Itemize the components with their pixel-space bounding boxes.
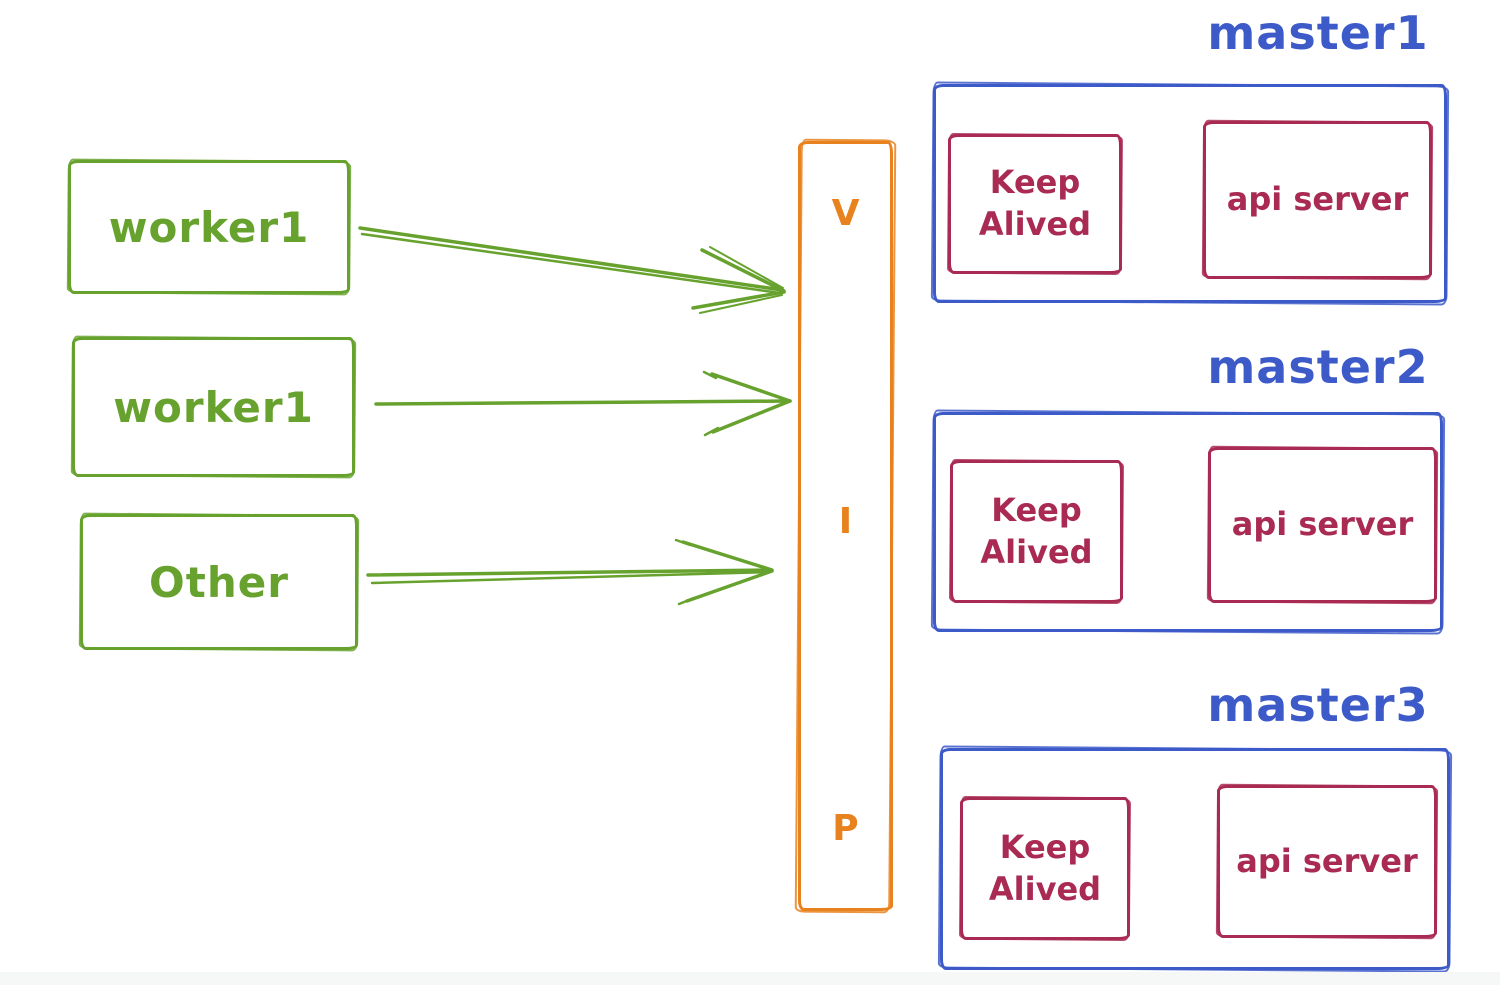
master1-keepalived-node: Keep Alived	[948, 134, 1122, 274]
vip-letter-i: I	[838, 500, 853, 542]
other-node: Other	[80, 514, 358, 650]
worker1-label: worker1	[108, 202, 310, 252]
vip-letter-p: P	[832, 808, 859, 849]
master3-label: master3	[1207, 678, 1429, 732]
master2-node: Keep Alived api server	[933, 412, 1443, 632]
arrow-other-to-vip	[366, 538, 774, 606]
worker1-node: worker1	[68, 160, 350, 294]
master3-apiserver-node: api server	[1217, 785, 1437, 938]
arrow-worker1-to-vip	[358, 226, 786, 314]
master3-keepalived-node: Keep Alived	[960, 797, 1130, 940]
master2-keepalived-node: Keep Alived	[950, 460, 1123, 603]
master3-node: Keep Alived api server	[940, 748, 1450, 970]
master1-apiserver-label: api server	[1226, 180, 1409, 219]
master1-node: Keep Alived api server	[933, 84, 1447, 303]
master1-label: master1	[1207, 6, 1429, 60]
vip-letter-v: V	[831, 193, 860, 234]
master2-apiserver-node: api server	[1208, 447, 1437, 603]
worker1b-label: worker1	[113, 382, 314, 432]
master2-label: master2	[1207, 340, 1429, 394]
master3-apiserver-label: api server	[1236, 841, 1418, 880]
master1-keepalived-label: Keep Alived	[978, 163, 1092, 243]
arrow-worker1b-to-vip	[374, 370, 792, 437]
master2-apiserver-label: api server	[1231, 505, 1414, 544]
master2-keepalived-label: Keep Alived	[980, 490, 1093, 571]
master1-apiserver-node: api server	[1203, 121, 1432, 279]
other-label: Other	[149, 557, 289, 607]
bottom-strip	[0, 972, 1500, 985]
worker1b-node: worker1	[72, 337, 355, 477]
vip-node: V I P	[798, 141, 893, 911]
master3-keepalived-label: Keep Alived	[988, 827, 1102, 908]
